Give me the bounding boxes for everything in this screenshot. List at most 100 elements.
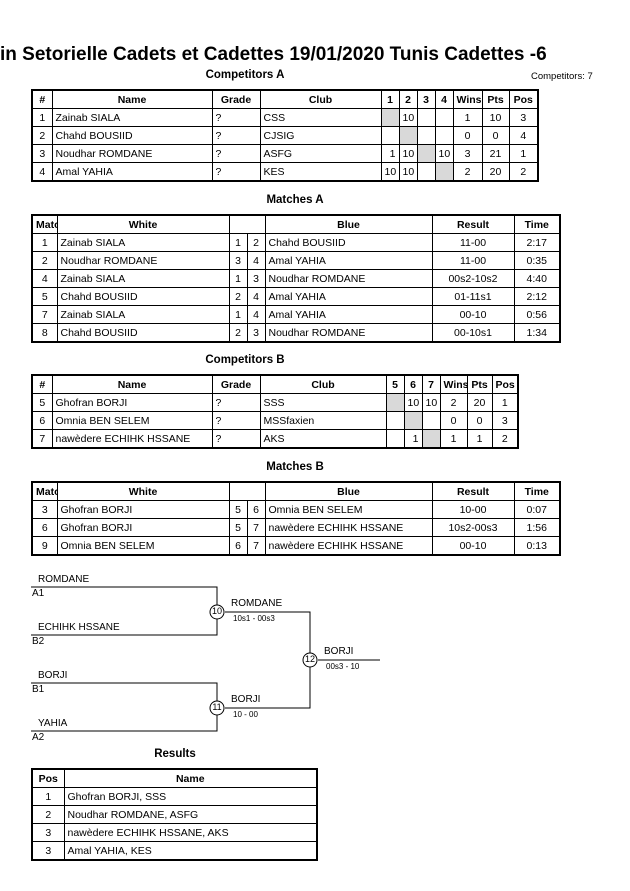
column-header: Match: [31, 481, 58, 501]
cell: Amal YAHIA: [264, 305, 433, 324]
column-header: Name: [51, 89, 213, 109]
cell: [421, 411, 441, 430]
cell: 10-00: [431, 500, 515, 519]
column-header: Blue: [264, 214, 433, 234]
competitors-count: Competitors: 7: [531, 71, 593, 82]
cell: [421, 429, 441, 449]
cell: 1: [31, 787, 65, 806]
cell: 1: [491, 393, 519, 412]
table-row: 2 Noudhar ROMDANE, ASFG: [31, 805, 318, 824]
column-header: Club: [259, 89, 382, 109]
cell: 0:35: [513, 251, 561, 270]
match-circle: [302, 652, 318, 668]
column-header: #: [31, 374, 53, 394]
bracket-line: [225, 667, 311, 709]
cell: [416, 144, 436, 163]
cell: CSS: [259, 108, 382, 127]
bracket-line: [31, 618, 218, 636]
cell: 10: [398, 108, 418, 127]
cell: nawèdere ECHIHK HSSANE: [264, 518, 433, 537]
cell: [434, 126, 454, 145]
cell: nawèdere ECHIHK HSSANE, AKS: [63, 823, 318, 842]
table-row: 1 Zainab SIALA ? CSS 10 1 10 3: [31, 108, 539, 127]
cell: ?: [211, 144, 261, 163]
cell: Noudhar ROMDANE: [264, 323, 433, 343]
bracket-winner: BORJI: [231, 694, 261, 705]
cell: Omnia BEN SELEM: [264, 500, 433, 519]
column-header: Result: [431, 481, 515, 501]
cell: 0: [466, 411, 493, 430]
cell: 1: [31, 233, 58, 252]
table-header-row: # Name Grade Club 5 6 7 Wins Pts Pos: [31, 374, 519, 394]
cell: ?: [211, 393, 261, 412]
column-header: Club: [259, 374, 387, 394]
cell: 2: [246, 233, 266, 252]
table-row: 6 Omnia BEN SELEM ? MSSfaxien 0 0 3: [31, 411, 519, 430]
competitors-a-table: # Name Grade Club 1 2 3 4 Wins Pts Pos 1…: [31, 89, 539, 182]
cell: 7: [31, 429, 53, 449]
results-table: Pos Name 1 Ghofran BORJI, SSS 2 Noudhar …: [31, 768, 318, 861]
cell: 3: [31, 841, 65, 861]
column-header: #: [31, 89, 53, 109]
cell: 21: [481, 144, 510, 163]
cell: [385, 393, 405, 412]
cell: 8: [31, 323, 58, 343]
bracket-line: [225, 611, 311, 653]
bracket-lines: [31, 586, 380, 732]
column-header: [228, 214, 266, 234]
cell: 2: [228, 287, 248, 306]
column-header: Name: [51, 374, 213, 394]
column-header: Pos: [31, 768, 65, 788]
cell: 01-11s1: [431, 287, 515, 306]
cell: SSS: [259, 393, 387, 412]
bracket-line: [31, 586, 218, 606]
cell: [380, 126, 400, 145]
cell: ?: [211, 429, 261, 449]
cell: [416, 162, 436, 182]
cell: Chahd BOUSIID: [56, 323, 230, 343]
match-circle: [209, 700, 225, 716]
match-circle: [209, 604, 225, 620]
cell: [380, 108, 400, 127]
bracket-name: YAHIA: [38, 718, 68, 729]
cell: 0: [452, 126, 483, 145]
column-header: 3: [416, 89, 436, 109]
table-row: 1 Ghofran BORJI, SSS: [31, 787, 318, 806]
cell: 00-10s1: [431, 323, 515, 343]
table-row: 8 Chahd BOUSIID 2 3 Noudhar ROMDANE 00-1…: [31, 323, 561, 343]
cell: 11-00: [431, 251, 515, 270]
cell: Zainab SIALA: [56, 305, 230, 324]
matches-a-table: Match White Blue Result Time 1 Zainab SI…: [31, 214, 561, 343]
bracket-champion: BORJI: [324, 646, 354, 657]
column-header: Blue: [264, 481, 433, 501]
cell: ?: [211, 411, 261, 430]
table-header-row: # Name Grade Club 1 2 3 4 Wins Pts Pos: [31, 89, 539, 109]
cell: 1: [403, 429, 423, 449]
cell: 10: [398, 162, 418, 182]
column-header: Result: [431, 214, 515, 234]
column-header: 1: [380, 89, 400, 109]
cell: 2: [31, 805, 65, 824]
cell: 4:40: [513, 269, 561, 288]
cell: [434, 108, 454, 127]
column-header: White: [56, 214, 230, 234]
match-number: 10: [211, 606, 222, 616]
cell: 1: [228, 305, 248, 324]
cell: 6: [246, 500, 266, 519]
cell: nawèdere ECHIHK HSSANE: [51, 429, 213, 449]
column-header: Wins: [439, 374, 468, 394]
cell: 3: [491, 411, 519, 430]
bracket-line: [31, 682, 218, 702]
cell: 5: [228, 500, 248, 519]
cell: 2: [452, 162, 483, 182]
cell: ?: [211, 126, 261, 145]
column-header: Pts: [481, 89, 510, 109]
table-header-row: Match White Blue Result Time: [31, 214, 561, 234]
column-header: Pos: [491, 374, 519, 394]
cell: CJSIG: [259, 126, 382, 145]
cell: ASFG: [259, 144, 382, 163]
cell: 4: [31, 269, 58, 288]
matches-b-table: Match White Blue Result Time 3 Ghofran B…: [31, 481, 561, 556]
table-row: 6 Ghofran BORJI 5 7 nawèdere ECHIHK HSSA…: [31, 518, 561, 537]
column-header: 4: [434, 89, 454, 109]
